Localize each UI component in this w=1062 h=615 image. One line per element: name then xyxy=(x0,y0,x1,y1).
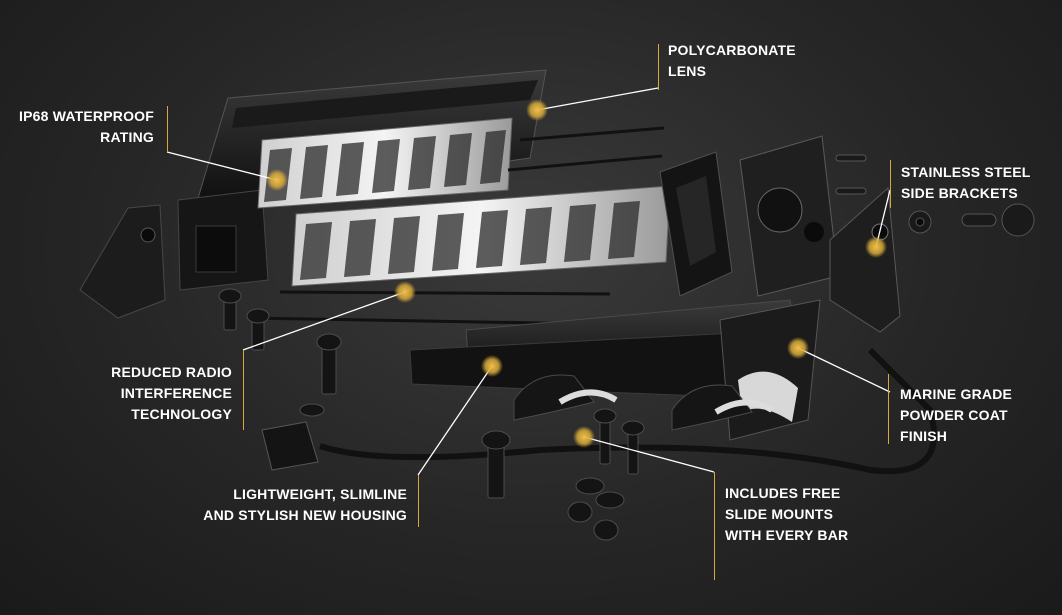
mounting-rods xyxy=(249,126,665,326)
callout-line: AND STYLISH NEW HOUSING xyxy=(203,507,407,523)
callout-line: FINISH xyxy=(900,428,948,444)
rule-marine xyxy=(888,374,889,444)
loose-hardware xyxy=(218,288,645,541)
callout-line: RATING xyxy=(100,129,154,145)
right-end-assembly xyxy=(659,135,901,333)
callout-radio-interference: REDUCED RADIO INTERFERENCE TECHNOLOGY xyxy=(111,362,232,425)
callout-line: INCLUDES FREE xyxy=(725,485,841,501)
left-end-cap xyxy=(79,189,269,319)
callout-markers xyxy=(266,99,887,448)
callout-slimline-housing: LIGHTWEIGHT, SLIMLINE AND STYLISH NEW HO… xyxy=(203,484,407,526)
rule-polycarbonate xyxy=(658,44,659,90)
callout-line: REDUCED RADIO xyxy=(111,364,232,380)
rule-housing xyxy=(418,475,419,527)
rule-slide-mounts xyxy=(714,472,715,580)
led-array xyxy=(257,117,671,287)
callout-polycarbonate-lens: POLYCARBONATE LENS xyxy=(668,40,796,82)
callout-line: MARINE GRADE xyxy=(900,386,1013,402)
callout-line: WITH EVERY BAR xyxy=(725,527,849,543)
power-cable xyxy=(261,347,937,475)
callout-marine-coat: MARINE GRADE POWDER COAT FINISH xyxy=(900,384,1012,447)
callout-line: IP68 WATERPROOF xyxy=(19,108,154,124)
callout-line: POLYCARBONATE xyxy=(668,42,796,58)
callout-line: SLIDE MOUNTS xyxy=(725,506,834,522)
callout-line: SIDE BRACKETS xyxy=(901,185,1018,201)
callout-ip68-rating: IP68 WATERPROOF RATING xyxy=(19,106,154,148)
callout-line: INTERFERENCE xyxy=(120,385,232,401)
callout-slide-mounts: INCLUDES FREE SLIDE MOUNTS WITH EVERY BA… xyxy=(725,483,848,546)
bracket-bolts xyxy=(835,154,1035,237)
callout-line: TECHNOLOGY xyxy=(131,406,232,422)
callout-line: LIGHTWEIGHT, SLIMLINE xyxy=(233,486,407,502)
slide-mounts xyxy=(513,374,774,431)
rule-ip68 xyxy=(167,106,168,152)
rule-radio xyxy=(243,350,244,430)
rule-brackets xyxy=(890,160,891,208)
callout-line: STAINLESS STEEL xyxy=(901,164,1031,180)
callout-line: LENS xyxy=(668,63,707,79)
callout-line: POWDER COAT xyxy=(900,407,1008,423)
callout-side-brackets: STAINLESS STEEL SIDE BRACKETS xyxy=(901,162,1031,204)
